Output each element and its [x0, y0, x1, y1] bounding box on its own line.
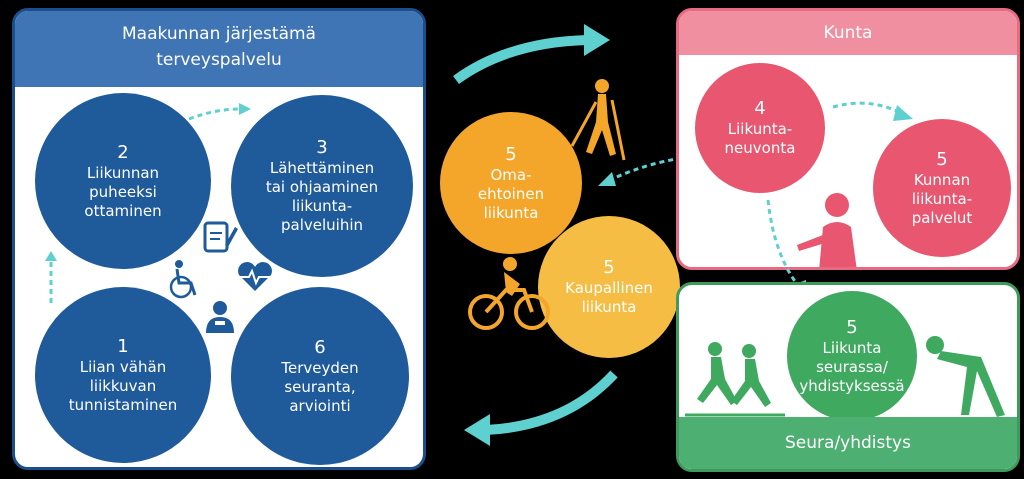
step-number: 4: [754, 98, 766, 119]
step-number: 5: [846, 316, 858, 338]
step-label: Liikunta seurassa/ yhdistyksessä: [799, 338, 905, 395]
step-label: Terveyden seuranta, arviointi: [281, 358, 359, 415]
step-number: 2: [117, 141, 129, 163]
heart-pulse-icon: [238, 262, 272, 291]
step-label: Kaupallinen liikunta: [565, 279, 653, 316]
stretching-figure-icon: [926, 336, 1005, 417]
runners-icon: [685, 342, 785, 417]
step-label: Kunnan liikunta- palvelut: [911, 170, 973, 227]
wheelchair-icon: [169, 260, 197, 299]
step-number: 6: [314, 336, 326, 358]
arrow-to-health-service-icon: [464, 370, 618, 446]
step-label: Liian vähän liikkuvan tunnistaminen: [68, 357, 178, 414]
step-label: Lähettäminen tai ohjaaminen liikunta- pa…: [265, 159, 379, 234]
arrow-neuvonta-to-palvelut-icon: [832, 101, 913, 121]
document-edit-icon: [203, 221, 238, 253]
doctor-icon: [206, 301, 234, 333]
step-number: 1: [117, 335, 129, 357]
arrow-neuvonta-to-omaehtoinen-icon: [598, 156, 683, 186]
arrow-2-to-3-icon: [188, 103, 251, 121]
step-number: 3: [316, 137, 328, 158]
nordic-walker-icon: [570, 79, 626, 161]
arrow-to-kunta-icon: [453, 24, 610, 85]
kunta-title: Kunta: [679, 11, 1017, 55]
step-label: Liikunta- neuvonta: [724, 120, 796, 157]
health-service-title: Maakunnan järjestämä terveyspalvelu: [15, 11, 423, 87]
arrow-1-to-2-icon: [45, 251, 57, 303]
step-number: 5: [936, 148, 948, 170]
step-number: 5: [603, 257, 615, 278]
step-number: 5: [505, 143, 517, 165]
cyclist-icon: [468, 257, 550, 330]
step-label: Oma- ehtoinen liikunta: [477, 165, 545, 222]
seura-title: Seura/yhdistys: [679, 417, 1017, 469]
step-label: Liikunnan puheeksi ottaminen: [84, 163, 162, 220]
coach-silhouette-icon: [797, 193, 857, 267]
